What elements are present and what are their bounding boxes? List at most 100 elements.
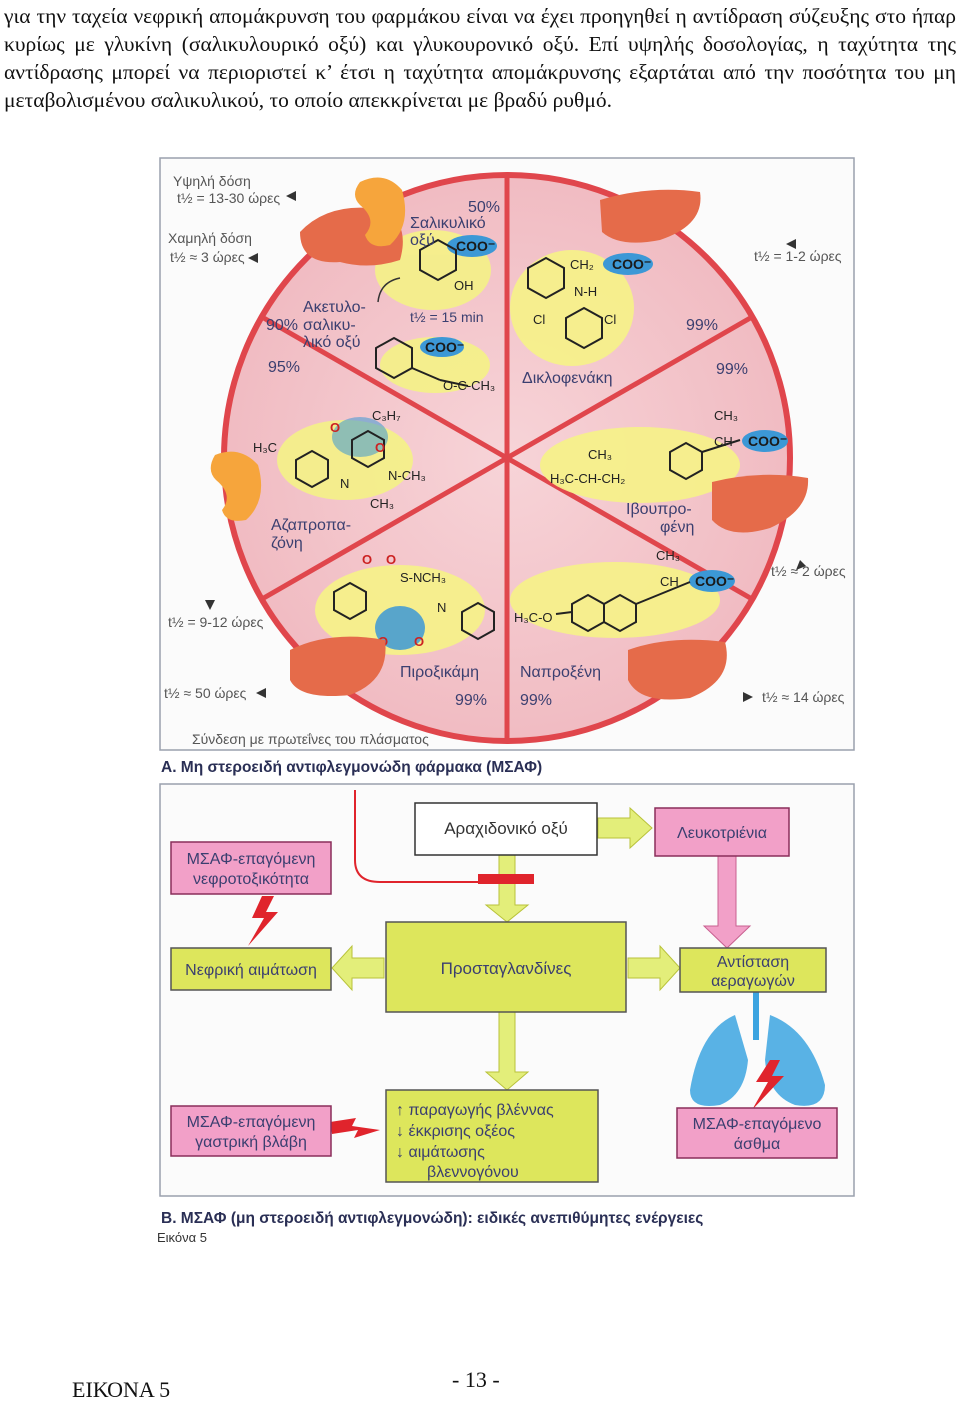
- figure-caption-label: ΕΙΚΟΝΑ 5: [72, 1377, 171, 1402]
- ibuprofen-halflife: t½ ≈ 2 ώρες: [771, 563, 846, 579]
- high-dose-label: Υψηλή δόση: [173, 173, 251, 189]
- naproxen-pct: 99%: [520, 692, 552, 709]
- pink-arrow: [702, 855, 752, 949]
- protein-binding-label: Σύνδεση με πρωτεΐνες του πλάσματος: [192, 731, 429, 747]
- panel-a-caption: A. Μη στεροειδή αντιφλεγμονώδη φάρμακα (…: [161, 759, 542, 776]
- azapropazone-name-2: ζόνη: [271, 535, 303, 552]
- svg-text:CH₂: CH₂: [570, 257, 594, 272]
- high-dose-halflife: t½ = 13-30 ώρες: [177, 190, 280, 206]
- svg-text:Cl: Cl: [533, 312, 545, 327]
- naproxen-halflife: t½ ≈ 14 ώρες: [762, 689, 845, 705]
- gastric-damage-label-1: ΜΣΑΦ-επαγόμενη: [187, 1114, 316, 1131]
- airway-resistance-label-1: Αντίσταση: [717, 954, 789, 971]
- nephrotoxicity-label-2: νεφροτοξικότητα: [193, 871, 309, 888]
- svg-text:H₃C: H₃C: [253, 440, 277, 455]
- svg-text:O: O: [414, 634, 424, 649]
- panel-a-texts: Υψηλή δόση t½ = 13-30 ώρες Χαμηλή δόση t…: [164, 173, 846, 747]
- figure-number-label: Εικόνα 5: [157, 1230, 207, 1245]
- gastric-damage-box: [170, 1105, 332, 1157]
- svg-text:H₃C-O: H₃C-O: [514, 610, 553, 625]
- svg-text:COO⁻: COO⁻: [748, 433, 787, 449]
- piroxicam-halflife: t½ ≈ 50 ώρες: [164, 685, 247, 701]
- acid-label: ↓ έκκρισης οξέος: [396, 1123, 515, 1140]
- airway-resistance-label-2: αεραγωγών: [711, 973, 795, 990]
- diclofenac-pct-1: 99%: [686, 317, 718, 334]
- arachidonic-box: [414, 802, 598, 856]
- svg-text:S-N: S-N: [400, 570, 422, 585]
- svg-text:CH₃: CH₃: [656, 548, 680, 563]
- svg-text:O: O: [375, 440, 385, 455]
- airway-resistance-box: [679, 947, 827, 993]
- naproxen-name: Ναπροξένη: [520, 664, 601, 681]
- svg-text:N: N: [437, 600, 446, 615]
- nephrotoxicity-label-1: ΜΣΑΦ-επαγόμενη: [187, 851, 316, 868]
- svg-text:N-CH₃: N-CH₃: [388, 468, 426, 483]
- svg-text:CH₃: CH₃: [588, 447, 612, 462]
- low-dose-halflife: t½ ≈ 3 ώρες: [170, 249, 245, 265]
- gastric-effects-box: [385, 1089, 599, 1183]
- flow-arrows: [331, 806, 681, 1091]
- metabolism-arrow: [377, 277, 401, 303]
- inhibition-bar: [478, 874, 534, 884]
- renal-blood-label: Νεφρική αιμάτωση: [185, 962, 317, 979]
- mucosal-blood-label-2: βλεννογόνου: [427, 1164, 519, 1181]
- asthma-label-1: ΜΣΑΦ-επαγόμενο: [693, 1116, 822, 1133]
- svg-text:H₃C-CH-CH₂: H₃C-CH-CH₂: [550, 471, 625, 486]
- svg-text:CH₃: CH₃: [422, 570, 446, 585]
- prostaglandins-box: [385, 921, 627, 1013]
- panel-a-drug-labels: 50% Σαλικυλικό οξύ Ακετυλο- 90% σαλικυ- …: [266, 199, 748, 709]
- salicylic-pct: 50%: [468, 199, 500, 216]
- svg-text:C₃H₇: C₃H₇: [372, 408, 401, 423]
- acetylsalicylic-name-2: σαλικυ-: [303, 317, 356, 334]
- panel-b-caption: B. ΜΣΑΦ (μη στεροειδή αντιφλεγμονώδη): ε…: [161, 1210, 703, 1227]
- acetylsalicylic-binding: 95%: [268, 359, 300, 376]
- ibuprofen-name-2: φένη: [660, 519, 694, 536]
- leukotrienes-label: Λευκοτριένια: [677, 825, 767, 842]
- acetylsalicylic-name-1: Ακετυλο-: [303, 299, 366, 316]
- svg-text:O: O: [362, 552, 372, 567]
- lungs-icon: [690, 1015, 825, 1106]
- asthma-box: [676, 1107, 838, 1159]
- svg-text:CH₃: CH₃: [370, 496, 394, 511]
- svg-text:CH₃: CH₃: [714, 408, 738, 423]
- diclofenac-pct-2: 99%: [716, 361, 748, 378]
- svg-text:N: N: [340, 476, 349, 491]
- azapropazone-halflife: t½ = 9-12 ώρες: [168, 614, 264, 630]
- piroxicam-name: Πιροξικάμη: [400, 664, 479, 681]
- svg-text:N-H: N-H: [574, 284, 597, 299]
- pie-dividers: [260, 175, 754, 741]
- gastric-damage-label-2: γαστρική βλάβη: [195, 1134, 307, 1151]
- diclofenac-name: Δικλοφενάκη: [522, 370, 613, 387]
- asthma-label-2: άσθμα: [734, 1136, 781, 1153]
- svg-text:COO⁻: COO⁻: [695, 573, 734, 589]
- lightning-icons: [248, 896, 784, 1138]
- svg-text:O: O: [386, 552, 396, 567]
- svg-text:O: O: [330, 420, 340, 435]
- atom-labels: OH CH₂ N-H Cl Cl O-C-CH₃ H₃C C₃H₇ N N-CH…: [253, 257, 738, 625]
- diclofenac-halflife: t½ = 1-2 ώρες: [754, 248, 842, 264]
- svg-text:Cl: Cl: [604, 312, 616, 327]
- svg-text:CH: CH: [714, 434, 733, 449]
- svg-text:COO⁻: COO⁻: [456, 238, 495, 254]
- svg-text:COO⁻: COO⁻: [425, 339, 464, 355]
- page-number: - 13 -: [452, 1367, 500, 1392]
- azapropazone-name-1: Αζαπροπα-: [271, 517, 351, 534]
- nephrotoxicity-box: [170, 841, 332, 895]
- mucosal-blood-label-1: ↓ αιμάτωσης: [396, 1144, 485, 1161]
- acetylsalicylic-halflife: t½ = 15 min: [410, 309, 484, 325]
- leukotrienes-box: [654, 807, 790, 857]
- salicylic-name-2: οξύ: [410, 232, 435, 249]
- acetylsalicylic-name-3: λικό οξύ: [303, 334, 361, 351]
- chemical-structures: [295, 238, 741, 641]
- svg-text:OH: OH: [454, 278, 474, 293]
- renal-blood-box: [170, 947, 332, 991]
- salicylic-name-1: Σαλικυλικό: [410, 215, 486, 232]
- piroxicam-pct: 99%: [455, 692, 487, 709]
- halflife-arrows: [205, 191, 806, 702]
- acetylsalicylic-pct: 90%: [266, 317, 298, 334]
- svg-text:CH: CH: [660, 574, 679, 589]
- prostaglandins-label: Προσταγλανδίνες: [441, 959, 572, 978]
- low-dose-label: Χαμηλή δόση: [168, 230, 252, 246]
- mucus-label: ↑ παραγωγής βλέννας: [396, 1102, 554, 1119]
